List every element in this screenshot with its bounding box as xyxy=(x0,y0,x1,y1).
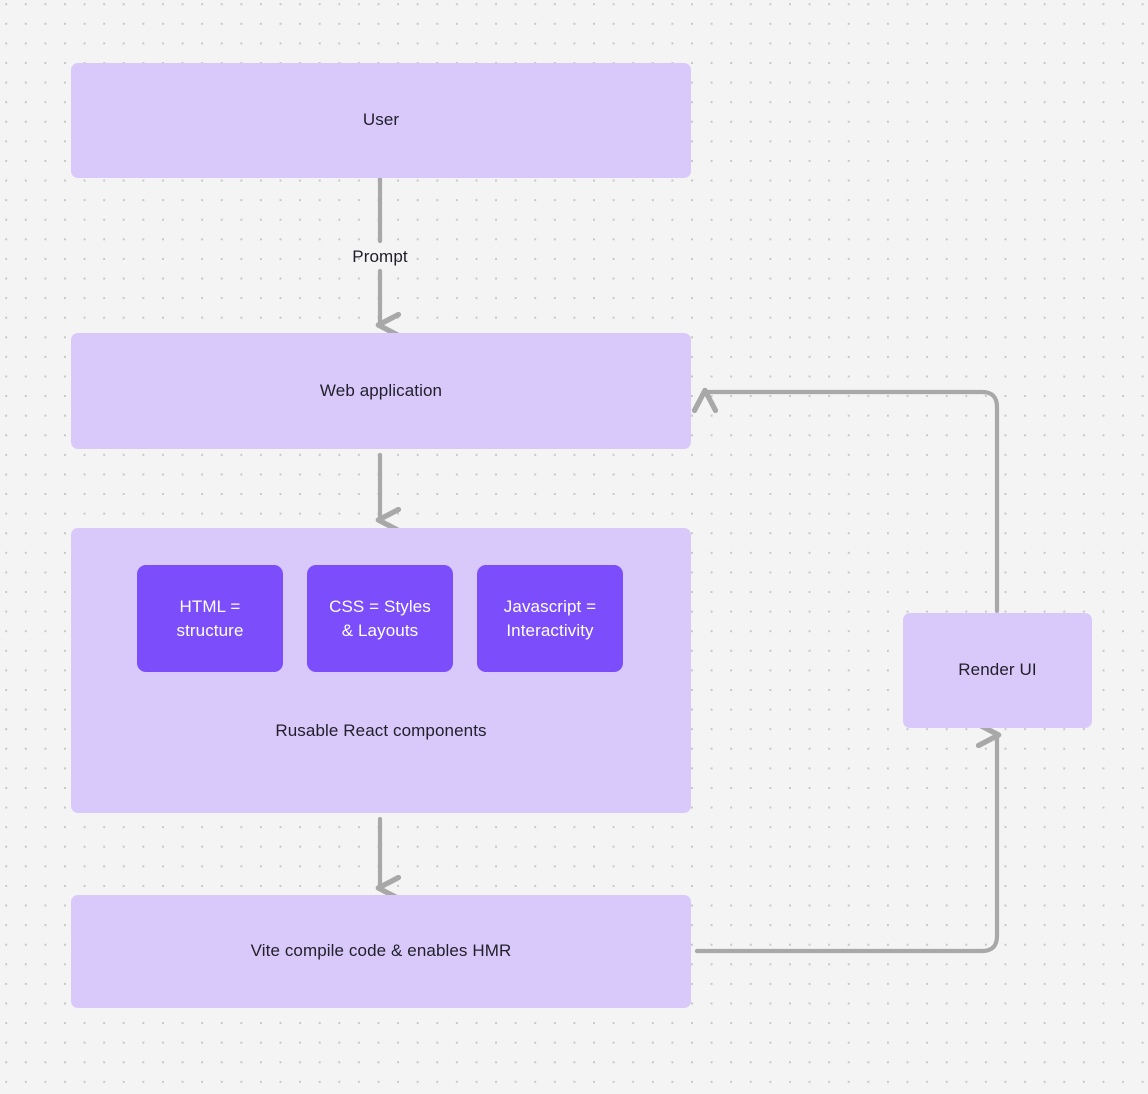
chip-javascript[interactable]: Javascript = Interactivity xyxy=(477,565,623,672)
node-web-application[interactable]: Web application xyxy=(71,333,691,449)
node-render-ui[interactable]: Render UI xyxy=(903,613,1092,728)
chip-html-line1: HTML = xyxy=(179,597,241,617)
chip-css[interactable]: CSS = Styles & Layouts xyxy=(307,565,453,672)
node-vite[interactable]: Vite compile code & enables HMR xyxy=(71,895,691,1008)
chip-html[interactable]: HTML = structure xyxy=(137,565,283,672)
node-user-label: User xyxy=(362,110,400,130)
chip-javascript-line1: Javascript = xyxy=(503,597,597,617)
chip-html-line2: structure xyxy=(176,620,244,640)
node-web-application-label: Web application xyxy=(319,380,443,400)
node-components-group[interactable]: HTML = structure CSS = Styles & Layouts … xyxy=(71,528,691,813)
chip-css-line1: CSS = Styles xyxy=(329,597,431,617)
node-vite-label: Vite compile code & enables HMR xyxy=(250,941,512,961)
node-components-group-caption: Rusable React components xyxy=(275,721,487,740)
edge-render-ui-to-web-application xyxy=(705,392,1000,614)
chip-css-line2: & Layouts xyxy=(341,620,419,640)
node-user[interactable]: User xyxy=(71,63,691,178)
edge-vite-to-render-ui xyxy=(694,735,997,954)
edge-label-prompt: Prompt xyxy=(352,247,408,266)
node-render-ui-label: Render UI xyxy=(958,660,1037,680)
chip-javascript-line2: Interactivity xyxy=(506,620,594,640)
